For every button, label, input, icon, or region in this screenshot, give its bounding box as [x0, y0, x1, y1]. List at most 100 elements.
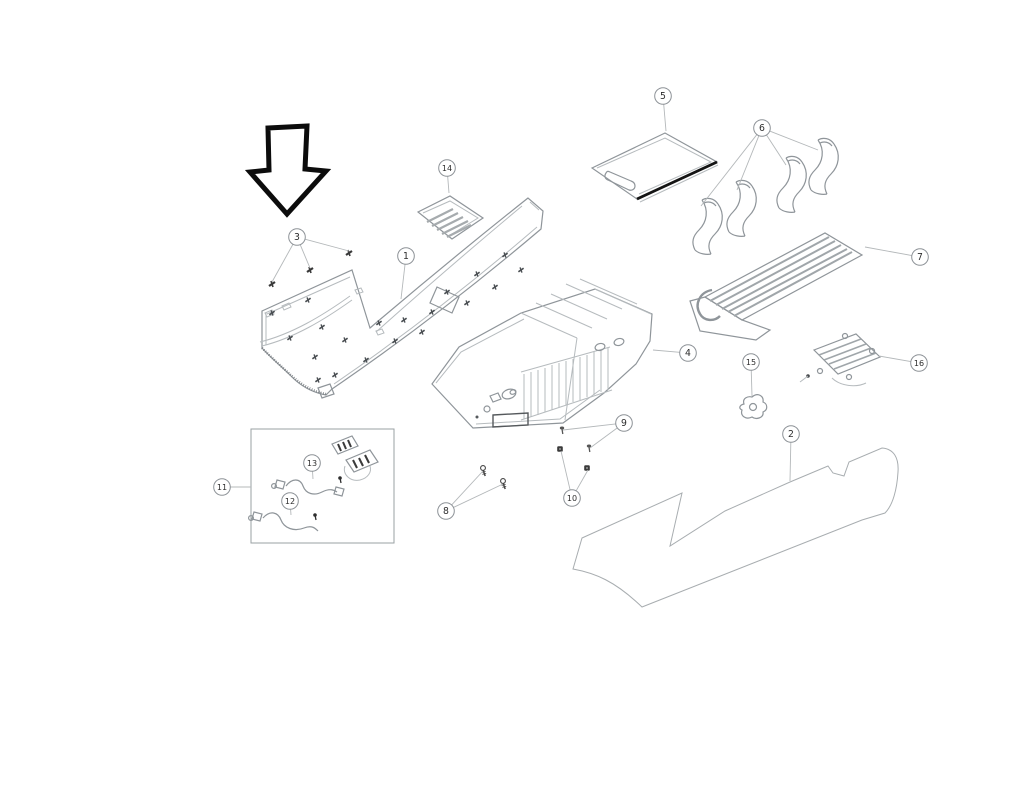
part-6-bracket-set [692, 137, 839, 255]
callout-number: 14 [442, 164, 452, 173]
trim-clip-mark [443, 289, 451, 295]
fastener-screw [480, 465, 487, 477]
trim-clip-mark [418, 329, 426, 335]
callout-number: 10 [567, 494, 577, 503]
callout-4[interactable]: 4 [652, 344, 697, 362]
trim-clip-mark [400, 317, 408, 323]
callout-10[interactable]: 10 [560, 450, 589, 507]
callout-circle[interactable] [281, 492, 299, 510]
trim-clip-mark [304, 297, 312, 303]
leader-line [663, 104, 667, 132]
leader-line [789, 442, 792, 482]
fastener-push-clip [268, 280, 276, 288]
leader-line [451, 470, 484, 506]
callout-circle[interactable] [742, 353, 760, 371]
callout-7[interactable]: 7 [864, 246, 929, 266]
callout-number: 11 [217, 483, 227, 492]
leader-line [562, 423, 616, 431]
callout-16[interactable]: 16 [878, 354, 928, 372]
callout-14[interactable]: 14 [438, 159, 456, 194]
leader-line [400, 264, 406, 300]
leader-line [700, 134, 758, 207]
trim-clip-mark [286, 335, 294, 341]
leader-line [750, 370, 753, 397]
trim-clip-mark [318, 324, 326, 330]
part-4-console-body [431, 278, 653, 429]
fastener-screw-small [586, 444, 592, 453]
part-2-side-trim-outline [572, 447, 899, 608]
callout-circle[interactable] [437, 502, 455, 520]
callout-circle[interactable] [911, 248, 929, 266]
leader-line [560, 450, 571, 491]
callout-circle[interactable] [654, 87, 672, 105]
callout-11[interactable]: 11 [213, 478, 251, 496]
leader-line [453, 483, 504, 508]
fastener-push-clip [306, 266, 314, 274]
callout-number: 13 [307, 459, 317, 468]
trim-clip-mark [391, 338, 399, 344]
leader-line [652, 349, 680, 353]
callout-5[interactable]: 5 [654, 87, 672, 132]
leader-line [766, 134, 787, 166]
callout-number: 12 [285, 497, 295, 506]
callout-number: 16 [914, 359, 924, 368]
callout-13[interactable]: 13 [303, 454, 321, 480]
leader-line [575, 469, 589, 492]
fastener-screw-small [559, 426, 565, 435]
part-15-clip [739, 394, 768, 419]
trim-clip-mark [501, 252, 509, 258]
callout-15[interactable]: 15 [742, 353, 760, 397]
callout-9[interactable]: 9 [562, 414, 633, 449]
callout-number: 1 [403, 251, 409, 262]
trim-clip-mark [463, 300, 471, 306]
callout-number: 3 [294, 232, 300, 243]
callout-circle[interactable] [753, 119, 771, 137]
part-5-lid-panel [590, 132, 719, 203]
callout-circle[interactable] [288, 228, 306, 246]
trim-clip-mark [362, 357, 370, 363]
callout-circle[interactable] [782, 425, 800, 443]
callout-circle[interactable] [438, 159, 456, 177]
callout-number: 6 [759, 123, 765, 134]
trim-clip-mark [473, 271, 481, 277]
part-1-front-trim-panel [259, 197, 544, 399]
callout-circle[interactable] [213, 478, 231, 496]
callout-6[interactable]: 6 [700, 119, 819, 207]
part-16-module [799, 332, 882, 387]
callout-8[interactable]: 8 [437, 470, 504, 520]
part-11-harness-kit [248, 428, 395, 544]
callout-2[interactable]: 2 [782, 425, 800, 482]
callout-1[interactable]: 1 [397, 247, 415, 300]
trim-clip-mark [331, 372, 339, 378]
leader-line [878, 355, 911, 363]
leader-line [299, 244, 311, 269]
callout-number: 4 [685, 348, 691, 359]
trim-clip-mark [268, 310, 276, 316]
trim-clip-mark [314, 377, 322, 383]
part-13-harness [271, 479, 345, 497]
callout-circle[interactable] [615, 414, 633, 432]
callout-circle[interactable] [303, 454, 321, 472]
leader-line [271, 244, 294, 283]
leader-line [769, 130, 819, 151]
callout-circle[interactable] [563, 489, 581, 507]
leader-line [589, 427, 618, 449]
kit-box [250, 428, 395, 544]
part-14-vent-plate [416, 195, 485, 240]
callout-12[interactable]: 12 [281, 492, 299, 516]
callout-circle[interactable] [679, 344, 697, 362]
trim-clip-mark [375, 320, 383, 326]
trim-clip-mark [311, 354, 319, 360]
callout-circle[interactable] [397, 247, 415, 265]
fastener-nut [584, 465, 590, 471]
callout-number: 2 [788, 429, 794, 440]
fastener-nut [557, 446, 563, 452]
fastener-bolt [338, 476, 342, 484]
leader-line [864, 246, 912, 256]
leader-line [736, 135, 760, 191]
callout-3[interactable]: 3 [271, 228, 350, 283]
callout-circle[interactable] [910, 354, 928, 372]
callout-number: 9 [621, 418, 627, 429]
